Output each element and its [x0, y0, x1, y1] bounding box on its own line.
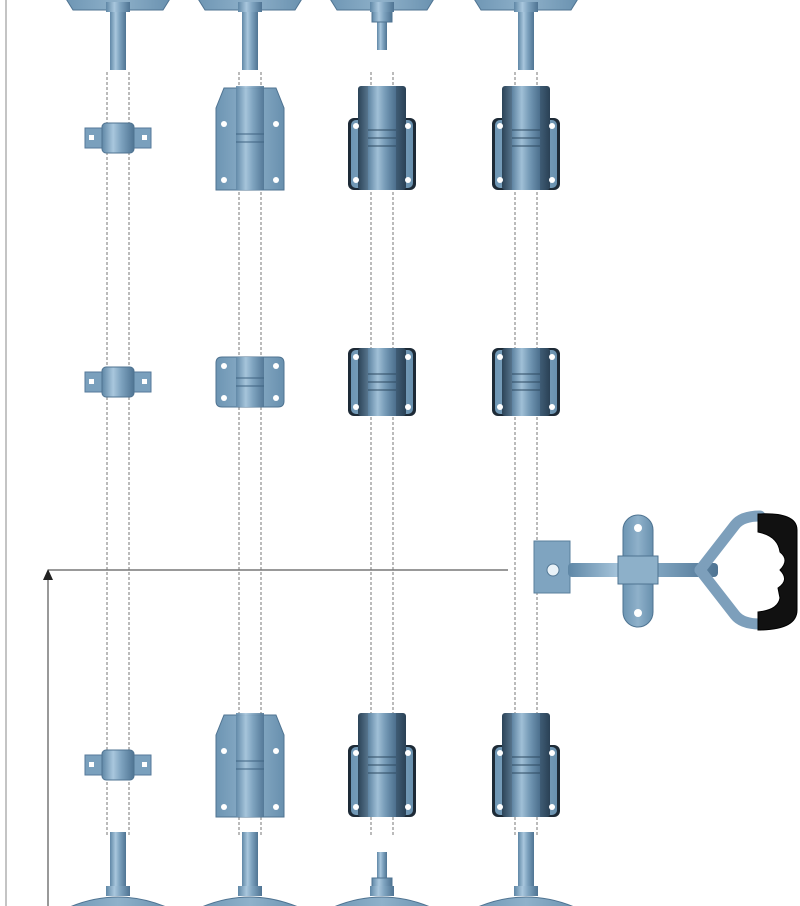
bottom-cam-icon [335, 852, 429, 906]
rod-column-3 [330, 0, 434, 906]
top-cam-icon [474, 0, 578, 70]
middle-rod-guide-icon [84, 366, 152, 398]
rod-column-1 [66, 0, 170, 906]
upper-rod-guide-icon [84, 122, 152, 154]
top-cam-icon [198, 0, 302, 70]
height-dimension-arrow [43, 569, 508, 906]
rod-column-4 [474, 0, 578, 906]
upper-rod-guide-icon [492, 86, 560, 190]
top-cam-icon [330, 0, 434, 50]
locking-handle-icon [533, 510, 798, 631]
middle-rod-guide-icon [215, 356, 285, 408]
lower-rod-guide-icon [348, 713, 416, 817]
upper-rod-guide-icon [215, 86, 285, 191]
bottom-cam-icon [479, 832, 573, 906]
top-cam-icon [66, 0, 170, 70]
bottom-cam-icon [203, 832, 297, 906]
lower-rod-guide-icon [215, 713, 285, 818]
rod-column-2 [198, 0, 302, 906]
bottom-cam-icon [71, 832, 165, 906]
middle-rod-guide-icon [348, 348, 416, 416]
middle-rod-guide-icon [492, 348, 560, 416]
lower-rod-guide-icon [84, 749, 152, 781]
upper-rod-guide-icon [348, 86, 416, 190]
lower-rod-guide-icon [492, 713, 560, 817]
